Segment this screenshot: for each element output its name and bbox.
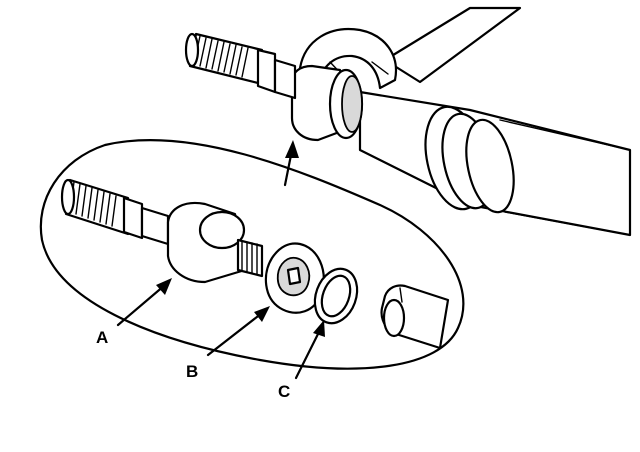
leader-c [294,320,325,380]
direction-arrow [283,140,299,187]
leader-b [206,306,270,357]
leader-a [116,278,172,327]
detail-oval [39,138,465,370]
stopper-washer [313,267,359,325]
inner-tie-rod-detail [60,178,264,284]
rack-housing [358,90,632,237]
label-a: A [96,328,108,347]
lock-washer [264,242,325,314]
inner-tie-rod-upper [184,32,364,142]
label-c: C [278,382,290,401]
rack-end [380,284,450,350]
label-b: B [186,362,198,381]
